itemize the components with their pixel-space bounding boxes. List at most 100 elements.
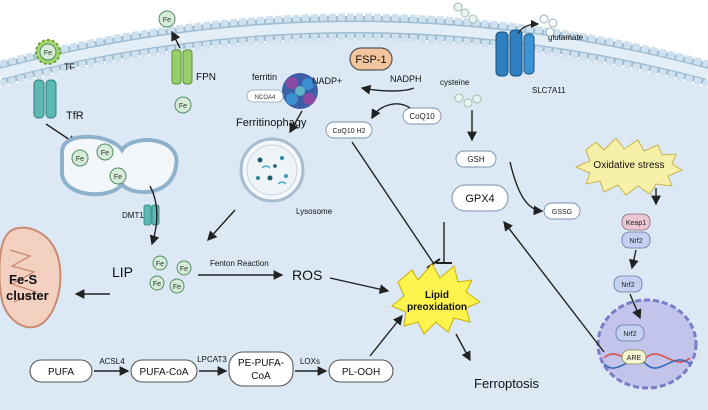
fes-label-2: cluster — [6, 288, 49, 303]
svg-text:PUFA-CoA: PUFA-CoA — [140, 367, 189, 378]
oxidative-stress-burst: Oxidative stress — [574, 137, 684, 196]
plooh-box: PL-OOH — [328, 359, 394, 383]
svg-text:Fe: Fe — [173, 284, 181, 291]
gpx4-badge: GPX4 — [451, 184, 509, 212]
dmt1-transporter — [143, 204, 160, 226]
lysosome-label: Lysosome — [296, 207, 333, 216]
svg-text:Nrf2: Nrf2 — [621, 282, 634, 289]
cysteine-label: cysteine — [440, 78, 470, 87]
svg-text:Fe: Fe — [163, 17, 171, 24]
dmt1-label: DMT1 — [122, 211, 144, 220]
svg-text:CoQ10 H2: CoQ10 H2 — [332, 128, 365, 135]
arrow-lysosome-lip — [207, 209, 236, 242]
arrow-ferritin-lysosome — [289, 110, 303, 134]
svg-text:Fe: Fe — [156, 261, 164, 268]
tfr-label: TfR — [66, 110, 84, 122]
svg-text:GSSG: GSSG — [552, 209, 572, 216]
oxidative-stress-label: Oxidative stress — [593, 160, 664, 171]
endosome-icon: Fe Fe Fe — [60, 134, 179, 197]
loxs-label: LOXs — [300, 357, 320, 366]
coq10-badge: CoQ10 — [402, 107, 442, 125]
nadph-label: NADPH — [390, 74, 422, 84]
keap1-badge: Keap1 — [621, 213, 651, 231]
nrf2-badge-free: Nrf2 — [613, 275, 643, 293]
pepufa-box: PE-PUFA- CoA — [228, 351, 294, 387]
arrow-nadph-nadp — [360, 84, 415, 95]
svg-text:Fe: Fe — [180, 266, 188, 273]
fe-ion-outside: Fe — [158, 10, 176, 28]
fenton-label: Fenton Reaction — [210, 259, 269, 268]
inhibit-gpx4-lipid — [436, 222, 452, 264]
fpn-label: FPN — [196, 72, 216, 83]
svg-text:GSH: GSH — [467, 155, 485, 164]
arrow-coq10-reduction — [371, 103, 411, 120]
mitochondrion-icon — [0, 226, 62, 329]
ferritin-label: ferritin — [252, 72, 277, 82]
lipid-label-1: Lipid — [425, 290, 449, 301]
nrf2-badge-nuclear: Nrf2 — [615, 324, 645, 342]
arrow-nucleus-gpx4 — [503, 220, 605, 353]
svg-text:NCOA4: NCOA4 — [255, 95, 276, 101]
pufacoa-box: PUFA-CoA — [130, 359, 198, 383]
lysosome-icon — [239, 137, 305, 203]
cysteine-molecules — [454, 93, 482, 108]
svg-text:Fe: Fe — [101, 150, 109, 157]
nucleus-icon — [596, 298, 698, 390]
lpcat3-label: LPCAT3 — [197, 355, 227, 364]
transferrin: Fe — [35, 39, 61, 65]
svg-text:FSP-1: FSP-1 — [355, 54, 386, 66]
svg-text:CoQ10: CoQ10 — [409, 112, 435, 121]
svg-text:PUFA: PUFA — [48, 367, 74, 378]
cytoplasm — [0, 39, 708, 410]
svg-text:Nrf2: Nrf2 — [623, 331, 636, 338]
svg-text:Keap1: Keap1 — [626, 220, 646, 227]
svg-text:Fe: Fe — [114, 174, 122, 181]
lipid-label-2: preoxidation — [407, 302, 467, 313]
arrow-gsh-gssg — [509, 161, 544, 216]
svg-text:CoA: CoA — [251, 371, 271, 382]
fsp1-badge: FSP-1 — [349, 47, 393, 71]
ncoa4-badge: NCOA4 — [246, 89, 284, 103]
slc7a11-transporter — [495, 29, 535, 77]
tf-label: TF — [64, 62, 75, 72]
arrow-lipid-ferroptosis — [455, 333, 471, 362]
cystine-molecules-outside — [453, 2, 478, 24]
acsl4-label: ACSL4 — [99, 357, 125, 366]
svg-text:Nrf2: Nrf2 — [629, 238, 642, 245]
nadp-label: NADP+ — [312, 76, 342, 86]
svg-text:GPX4: GPX4 — [465, 193, 494, 205]
lip-label: LIP — [112, 264, 133, 280]
svg-text:Fe: Fe — [76, 156, 84, 163]
pufa-box: PUFA — [29, 359, 93, 383]
lip-fe-pool: Fe Fe Fe Fe — [149, 255, 192, 294]
glutamate-molecules — [539, 14, 558, 37]
ros-label: ROS — [292, 267, 322, 283]
ferritinophagy-label: Ferritinophagy — [236, 117, 307, 129]
lipid-peroxidation-burst: Lipid preoxidation — [391, 263, 482, 335]
arrow-keap1-nrf2 — [629, 249, 639, 270]
svg-text:Fe: Fe — [153, 281, 161, 288]
glutamate-label: glutamate — [548, 33, 584, 42]
fes-label-1: Fe-S — [9, 272, 38, 287]
arrow-ros-lipid — [329, 277, 390, 294]
fe-ion-fpn: Fe — [174, 96, 192, 114]
svg-text:ARE: ARE — [627, 355, 642, 362]
arrow-slc7a11-export — [517, 19, 540, 35]
svg-text:PE-PUFA-: PE-PUFA- — [238, 358, 284, 369]
ferritin-icon — [282, 73, 318, 109]
nrf2-badge-bound: Nrf2 — [621, 231, 651, 249]
svg-text:PL-OOH: PL-OOH — [342, 367, 380, 378]
cell-membrane — [0, 13, 708, 88]
ferroptosis-label: Ferroptosis — [474, 376, 540, 391]
gsh-badge: GSH — [455, 150, 497, 168]
arrow-plooh-lipid — [369, 314, 403, 357]
fpn-transporter — [171, 49, 193, 85]
arrow-fpn-export — [171, 30, 181, 49]
tfr-receptor — [33, 79, 57, 119]
coq10h2-badge: CoQ10 H2 — [325, 121, 373, 139]
gssg-badge: GSSG — [543, 202, 581, 220]
arrow-endosome-lip — [149, 185, 160, 246]
fe-ion: Fe — [44, 50, 52, 57]
are-badge: ARE — [621, 349, 647, 365]
